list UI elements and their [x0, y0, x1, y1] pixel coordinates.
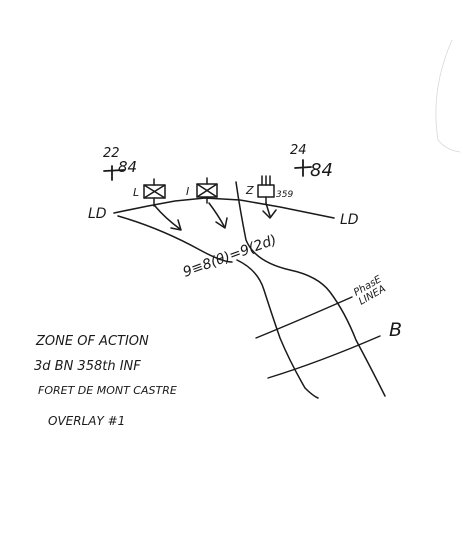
attack-arrow-right-icon	[262, 202, 277, 219]
line-of-departure	[113, 197, 335, 219]
grid-number-left: 22	[103, 146, 120, 161]
grid-number-right: 24	[290, 143, 307, 158]
grid-cross-left-icon	[103, 165, 125, 181]
caption-line-1: ZONE OF ACTION	[35, 334, 149, 349]
phase-line	[255, 296, 353, 339]
ld-label-end: LD	[340, 212, 359, 228]
grid-cross-right-icon	[294, 159, 312, 177]
regiment-unit-right-icon	[257, 175, 275, 204]
caption-line-3: FORET DE MONT CASTRE	[38, 384, 177, 397]
caption-line-4: OVERLAY #1	[48, 414, 125, 428]
caption-line-2: 3d BN 358th INF	[34, 359, 141, 374]
attack-arrow-center-icon	[208, 202, 228, 229]
paper-edge-mark	[435, 39, 461, 153]
unit-marker-right: Z	[245, 184, 254, 197]
unit-regiment-number: 359	[276, 190, 293, 200]
attack-arrow-left-icon	[154, 205, 182, 231]
road-west-branch	[236, 259, 319, 399]
boundary-line	[267, 335, 381, 379]
grid-easting-right: 84	[310, 160, 333, 181]
infantry-company-center-icon	[196, 177, 218, 204]
road-junction-label: 9≡8(θ)=9(2d)	[181, 232, 279, 281]
ld-label-start: LD	[88, 206, 107, 222]
road-diagonal	[117, 215, 233, 263]
unit-marker-center: I	[186, 185, 189, 198]
unit-marker-left: L	[133, 186, 139, 199]
grid-easting-left: 84	[118, 158, 137, 176]
infantry-company-left-icon	[143, 178, 166, 207]
boundary-label: B	[389, 319, 402, 341]
